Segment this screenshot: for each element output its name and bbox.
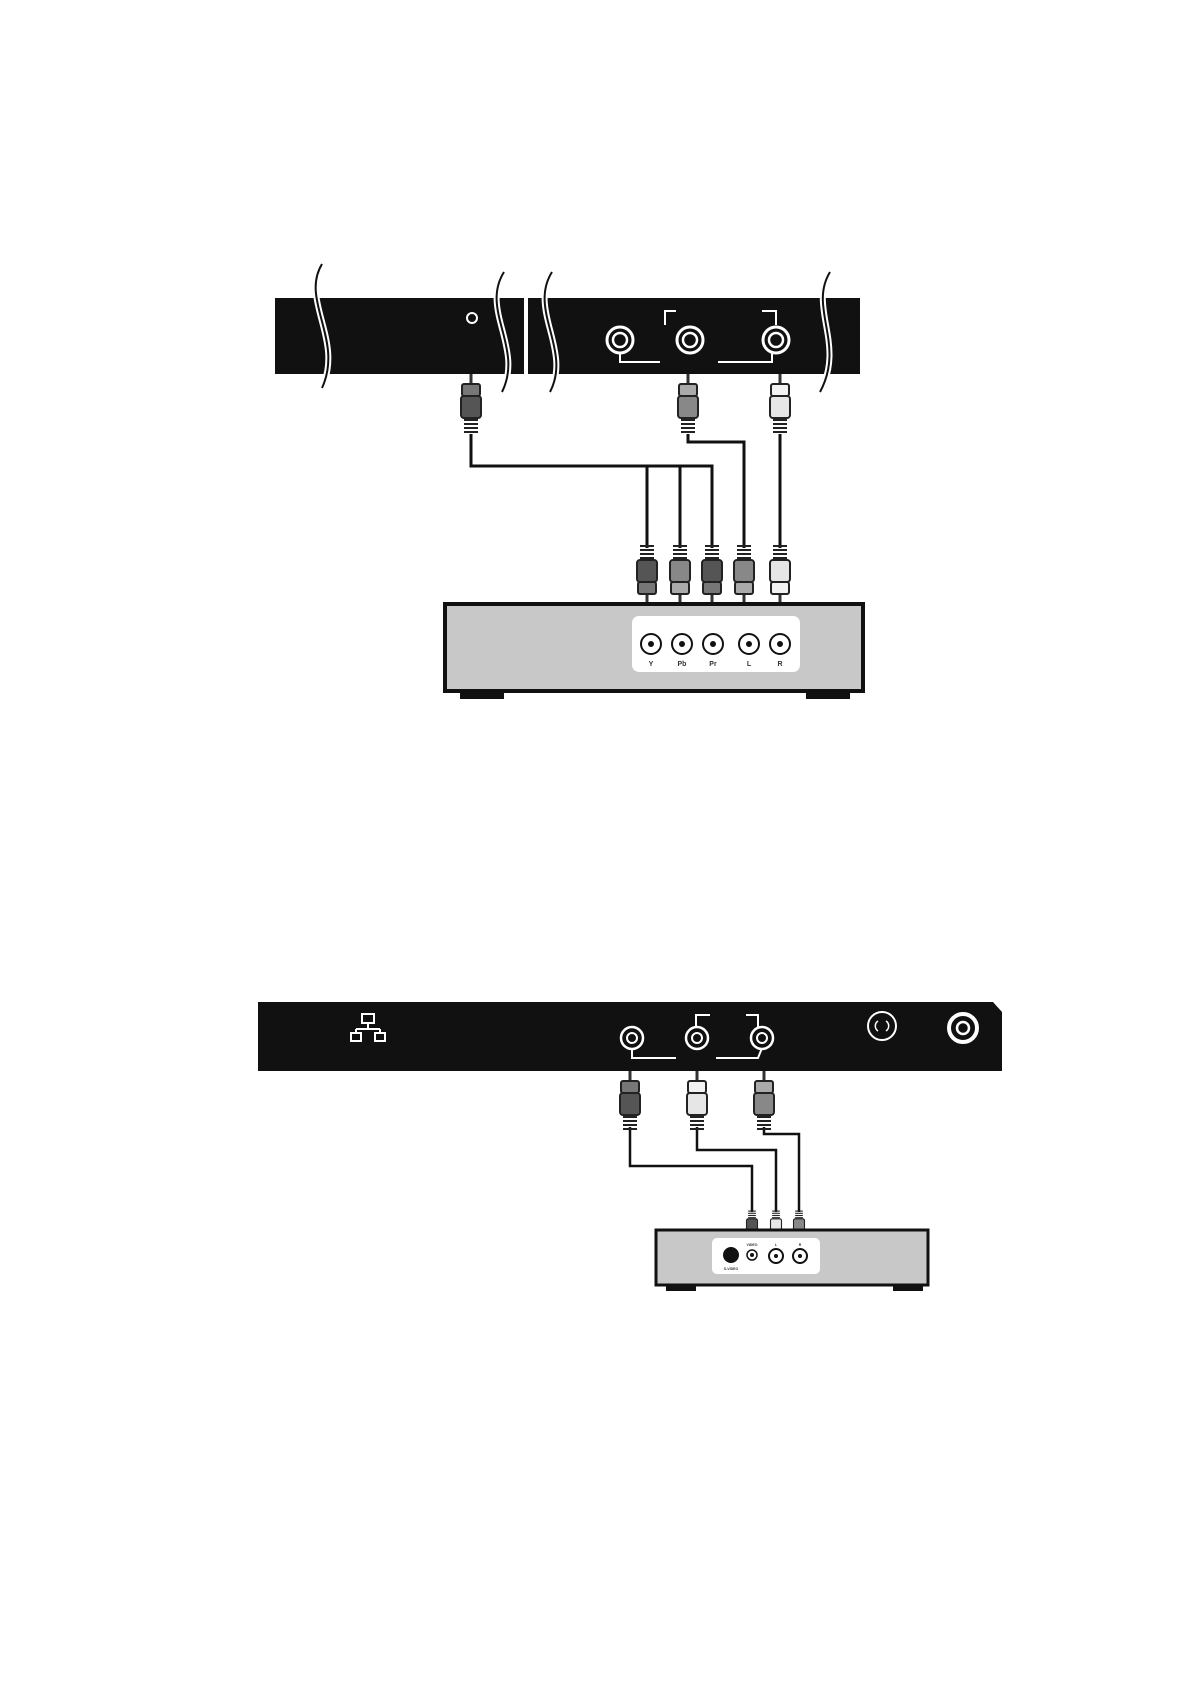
rca-plug-icon bbox=[754, 1071, 774, 1129]
cables-1 bbox=[471, 434, 780, 548]
rca-plug-icon bbox=[702, 546, 722, 604]
antenna-jack-icon bbox=[949, 1014, 977, 1042]
video-out-jack bbox=[607, 327, 633, 353]
diagram-2: S-VIDEO VIDEO L R bbox=[258, 1002, 1002, 1291]
rca-plug-icon bbox=[770, 374, 790, 432]
jack-label-y: Y bbox=[649, 661, 654, 668]
rca-plug-icon bbox=[670, 546, 690, 604]
device-back-panel-right bbox=[528, 272, 860, 392]
rca-plug-icon bbox=[770, 546, 790, 604]
receiver-1: Y Pb Pr L R bbox=[445, 604, 863, 699]
rca-plug-icon bbox=[637, 546, 657, 604]
jack-label-pb: Pb bbox=[678, 661, 687, 668]
audio-right-jack bbox=[763, 327, 789, 353]
diagram-1: Y Pb Pr L R bbox=[275, 264, 863, 699]
jack-label-l: L bbox=[747, 661, 752, 668]
jack-label-r: R bbox=[777, 661, 782, 668]
video-out-jack bbox=[621, 1027, 643, 1049]
rca-plug-icon bbox=[734, 546, 754, 604]
rca-plug-icon bbox=[620, 1071, 640, 1129]
rca-plug-icon bbox=[678, 374, 698, 432]
s-video-jack bbox=[723, 1247, 739, 1263]
device-back-panel-2 bbox=[258, 1002, 1002, 1071]
device-back-panel-left bbox=[275, 264, 524, 392]
audio-right-jack bbox=[751, 1027, 773, 1049]
jack-label-s-video: S-VIDEO bbox=[724, 1267, 739, 1271]
cables-2 bbox=[630, 1127, 799, 1212]
jack-label-video: VIDEO bbox=[747, 1243, 758, 1247]
coax-jack-icon bbox=[868, 1012, 896, 1040]
rca-plug-icon bbox=[687, 1071, 707, 1129]
rca-plug-icon bbox=[461, 374, 481, 432]
jack-label-pr: Pr bbox=[709, 661, 717, 668]
audio-left-jack bbox=[686, 1027, 708, 1049]
receiver-2: S-VIDEO VIDEO L R bbox=[656, 1230, 928, 1291]
audio-left-jack bbox=[677, 327, 703, 353]
